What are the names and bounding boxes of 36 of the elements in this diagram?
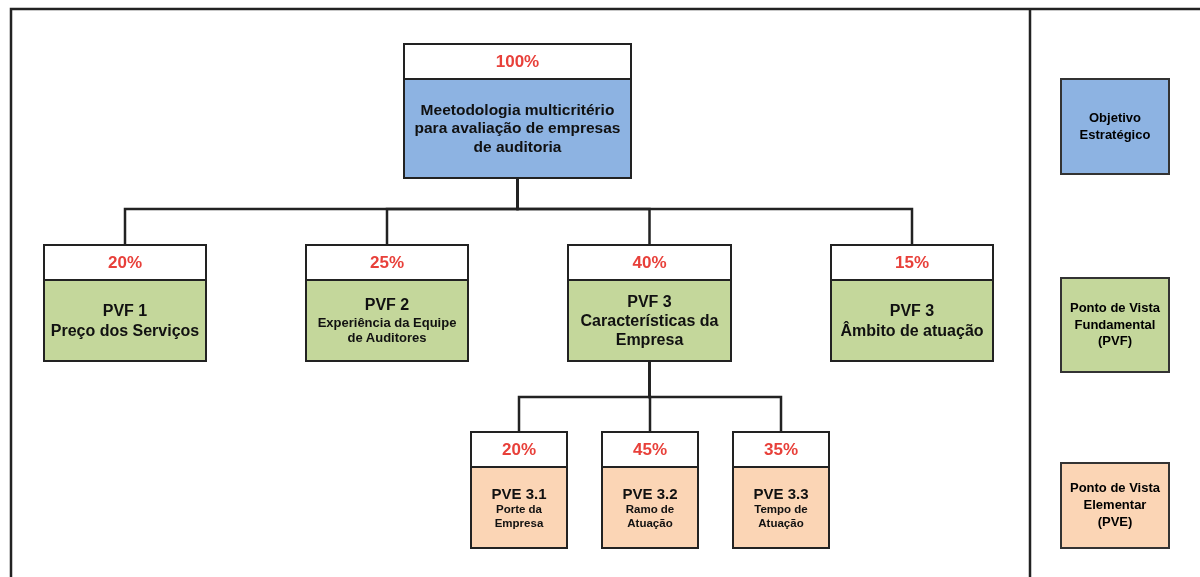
- criterion-label: Características da Empresa: [579, 310, 720, 350]
- legend-label: Objetivo Estratégico: [1078, 109, 1152, 144]
- criterion-label: Meetodologia multicritério para avaliação de empresas de auditoria: [413, 100, 622, 157]
- legend-label: Ponto de Vista Elementar (PVE): [1068, 480, 1162, 531]
- connector-line: [516, 179, 914, 244]
- tree-node-box: [567, 244, 732, 362]
- legend-label: Ponto de Vista Fundamental (PVF): [1068, 299, 1162, 351]
- criterion-label: Ramo de Atuação: [624, 502, 676, 531]
- criterion-code: PVF 3: [889, 301, 935, 321]
- connector-line: [648, 362, 783, 431]
- weight-percentage: 15%: [895, 252, 929, 273]
- tree-node-box: [830, 244, 994, 362]
- weight-percentage: 25%: [370, 252, 404, 273]
- tree-node-box: [470, 431, 568, 549]
- criterion-label: Tempo de Atuação: [753, 502, 809, 531]
- weight-percentage: 20%: [108, 252, 142, 273]
- weight-percentage: 20%: [502, 439, 536, 460]
- weight-percentage: 40%: [632, 252, 667, 273]
- criterion-code: PVF 1: [102, 301, 148, 321]
- criterion-label: Preço dos Serviços: [50, 320, 200, 340]
- criterion-label: Experiência da Equipe de Auditores: [316, 314, 458, 346]
- criterion-code: PVE 3.1: [491, 484, 547, 503]
- weight-percentage: 35%: [764, 439, 798, 460]
- weight-percentage: 100%: [495, 51, 540, 72]
- weight-percentage: 45%: [633, 439, 667, 460]
- tree-node-box: [732, 431, 830, 549]
- criterion-label: Âmbito de atuação: [840, 320, 984, 340]
- criterion-code: PVF 3: [627, 291, 672, 311]
- tree-node-box: [403, 43, 632, 179]
- tree-node-box: [43, 244, 207, 362]
- criterion-label: Porte da Empresa: [493, 502, 545, 531]
- tree-node-box: [601, 431, 699, 549]
- criterion-code: PVF 2: [364, 295, 410, 315]
- criterion-code: PVE 3.3: [753, 484, 809, 503]
- criterion-code: PVE 3.2: [622, 484, 678, 503]
- tree-node-box: [305, 244, 469, 362]
